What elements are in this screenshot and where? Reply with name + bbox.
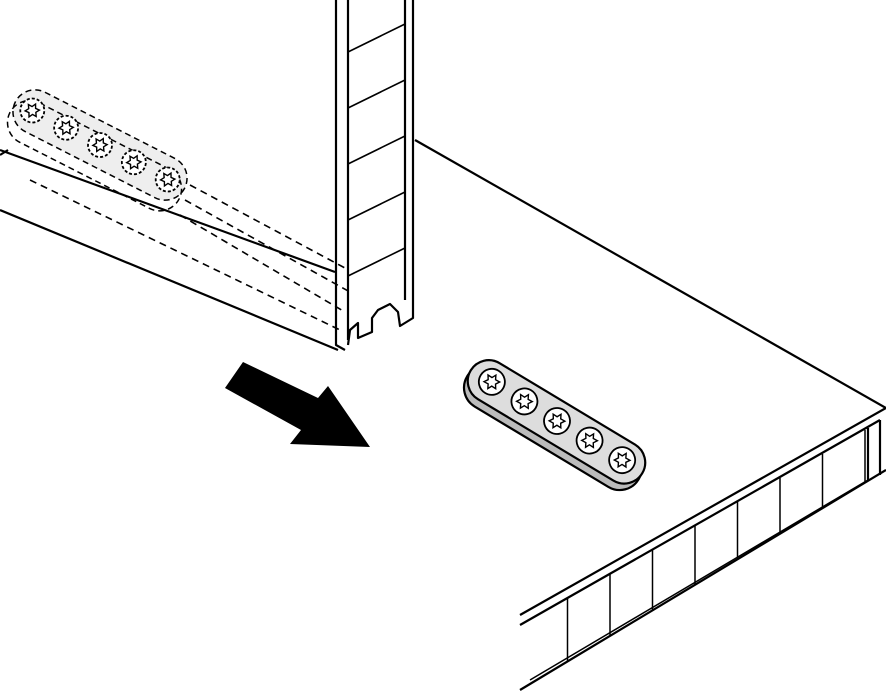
base-board — [414, 139, 886, 691]
screw-icon — [477, 367, 506, 396]
direction-arrow — [225, 362, 370, 447]
screw-icon — [19, 97, 46, 124]
vertical-panel — [334, 0, 415, 351]
screw-icon — [575, 426, 604, 455]
ghost-connector — [6, 89, 188, 212]
torx-star-icon — [482, 373, 502, 391]
torx-star-icon — [159, 171, 177, 188]
torx-star-icon — [515, 393, 534, 410]
screw-icon — [53, 114, 80, 141]
connector-strip — [462, 359, 647, 492]
edge-band-line — [529, 479, 869, 681]
torx-star-icon — [23, 102, 41, 119]
side-board — [0, 148, 351, 352]
screw-icon — [543, 407, 571, 435]
screw-icon — [154, 166, 181, 193]
screw-icon — [608, 446, 637, 475]
torx-star-icon — [547, 412, 567, 430]
screw-icon — [87, 132, 113, 158]
screw-icon — [510, 387, 539, 416]
torx-star-icon — [580, 432, 599, 449]
screw-icon — [120, 149, 147, 176]
torx-star-icon — [57, 119, 75, 136]
torx-star-icon — [91, 137, 109, 153]
torx-star-icon — [125, 154, 143, 171]
torx-star-icon — [612, 451, 632, 469]
